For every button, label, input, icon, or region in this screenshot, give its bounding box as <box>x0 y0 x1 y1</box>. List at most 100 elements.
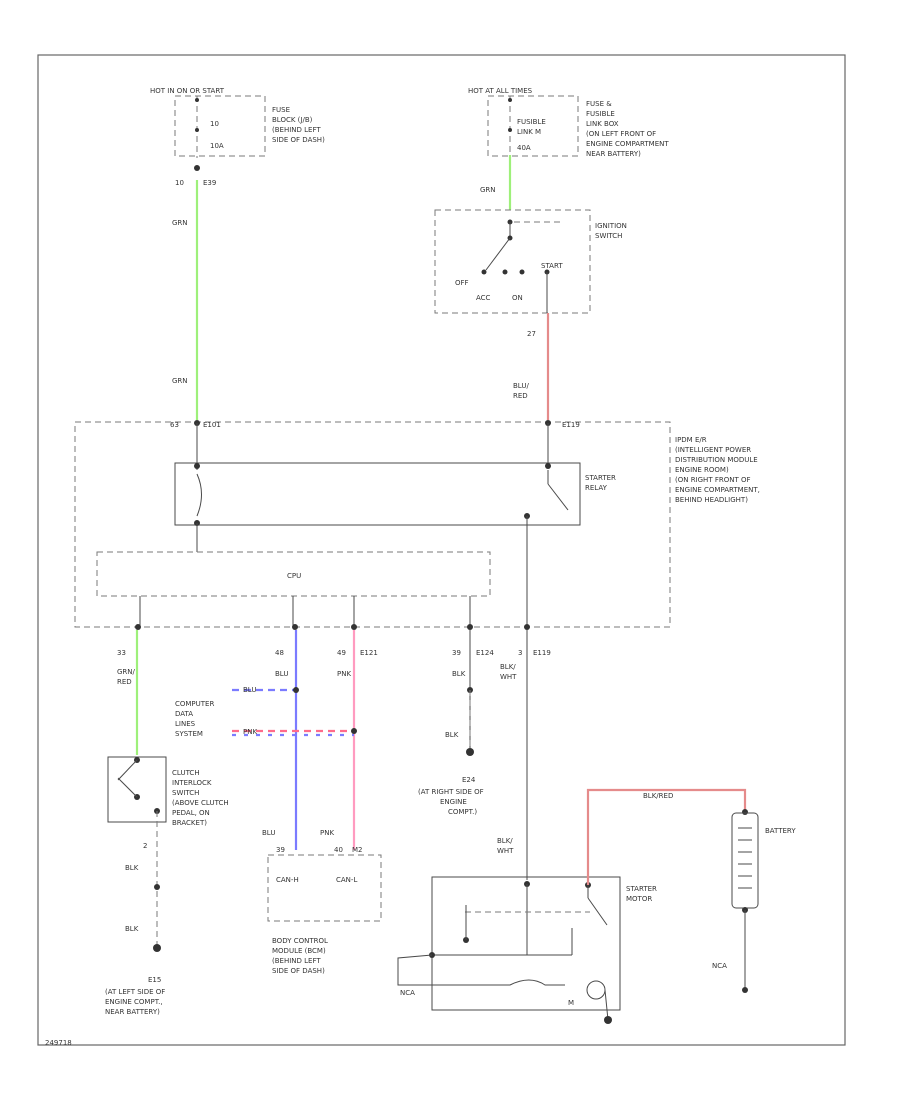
ignition-title-2: SWITCH <box>595 232 622 240</box>
fuse-desc-right-3: LINK BOX <box>586 120 619 128</box>
fuse-desc-left-3: (BEHIND LEFT <box>272 126 321 134</box>
ground-e24: E24 (AT RIGHT SIDE OF ENGINE COMPT.) <box>418 687 484 816</box>
fuse-box-right: HOT AT ALL TIMES FUSIBLE LINK M 40A FUSE… <box>468 87 669 194</box>
conn-e119b: E119 <box>533 649 551 657</box>
blk-label: BLK <box>452 670 466 678</box>
bcm-pnk: PNK <box>320 829 334 837</box>
cpu-label: CPU <box>287 572 301 580</box>
fuse-desc-right-2: FUSIBLE <box>586 110 615 118</box>
fuse-block-left: HOT IN ON OR START 10 10A FUSE BLOCK (J/… <box>150 87 325 385</box>
fuse-desc-right-6: NEAR BATTERY) <box>586 150 641 158</box>
ground-e15-2: ENGINE COMPT., <box>105 998 163 1006</box>
ipdm-desc-3: DISTRIBUTION MODULE <box>675 456 758 464</box>
motor-title-1: STARTER <box>626 885 657 893</box>
motor-title-2: MOTOR <box>626 895 652 903</box>
hot-label-left: HOT IN ON OR START <box>150 87 225 95</box>
conn-pin-left: 10 <box>175 179 184 187</box>
pin-33: 33 <box>117 649 126 657</box>
fusible-label-1: FUSIBLE <box>517 118 546 126</box>
pin-48: 48 <box>275 649 284 657</box>
batt-wire-label: BLK/RED <box>643 792 673 800</box>
clutch-3: SWITCH <box>172 789 199 797</box>
figure-id: 249718 <box>45 1039 72 1047</box>
fuse-desc-left-4: SIDE OF DASH) <box>272 136 325 144</box>
wire-color-blu-red-1: BLU/ <box>513 382 529 390</box>
bcm-blu: BLU <box>262 829 275 837</box>
pin-3: 3 <box>518 649 522 657</box>
bcm-pin-39: 39 <box>276 846 285 854</box>
bcm-desc-2: MODULE (BCM) <box>272 947 326 955</box>
wire-color-grn-1: GRN <box>172 219 188 227</box>
clutch-1: CLUTCH <box>172 769 200 777</box>
bcm-can-h: CAN-H <box>276 876 299 884</box>
fuse-desc-left-1: FUSE <box>272 106 290 114</box>
clutch-6: BRACKET) <box>172 819 207 827</box>
bcm-conn: M2 <box>352 846 363 854</box>
ignition-off: OFF <box>455 279 469 287</box>
fuse-desc-right-4: (ON LEFT FRONT OF <box>586 130 656 138</box>
conn-e121: E121 <box>360 649 378 657</box>
bcm-module: BLU PNK 39 40 M2 CAN-H CAN-L BODY CONTRO… <box>262 829 382 975</box>
diagram-border <box>37 54 846 1046</box>
ipdm-module: 63 E101 E119 IPDM E/R (INTELLIGENT POWER… <box>74 420 760 628</box>
clutch-pin: 2 <box>143 842 147 850</box>
cds-pnk: PNK <box>243 728 257 736</box>
cds-2: DATA <box>175 710 193 718</box>
clutch-4: (ABOVE CLUTCH <box>172 799 229 807</box>
relay-title-1: STARTER <box>585 474 616 482</box>
blk-e24-label: BLK <box>445 731 459 739</box>
ground-e24-3: COMPT.) <box>448 808 477 816</box>
ignition-switch: IGNITION SWITCH OFF ACC ON START 27 BLU/… <box>434 209 627 400</box>
ipdm-desc-4: ENGINE ROOM) <box>675 466 729 474</box>
fuse-amp-left: 10A <box>210 142 224 150</box>
blu-label: BLU <box>275 670 288 678</box>
grn-red-2: RED <box>117 678 132 686</box>
fuse-number-left: 10 <box>210 120 219 128</box>
wire-color-grn-right: GRN <box>480 186 496 194</box>
lower-labels: GRN/ RED BLU PNK BLK BLK/ WHT COMPUTER D… <box>117 663 517 739</box>
fuse-desc-right-1: FUSE & <box>586 100 612 108</box>
pnk-label: PNK <box>337 670 351 678</box>
ipdm-desc-7: BEHIND HEADLIGHT) <box>675 496 748 504</box>
cds-3: LINES <box>175 720 196 728</box>
relay-title-2: RELAY <box>585 484 608 492</box>
ground-e24-id: E24 <box>462 776 476 784</box>
motor-m: M <box>568 999 574 1007</box>
ipdm-desc-1: IPDM E/R <box>675 436 707 444</box>
bcm-desc-3: (BEHIND LEFT <box>272 957 321 965</box>
wire-color-grn-2: GRN <box>172 377 188 385</box>
clutch-2: INTERLOCK <box>172 779 212 787</box>
ground-e24-1: (AT RIGHT SIDE OF <box>418 788 484 796</box>
ipdm-desc-2: (INTELLIGENT POWER <box>675 446 751 454</box>
cds-1: COMPUTER <box>175 700 214 708</box>
pin-39: 39 <box>452 649 461 657</box>
ipdm-pin-left: 63 <box>170 421 179 429</box>
ground-e15-3: NEAR BATTERY) <box>105 1008 160 1016</box>
ignition-title-1: IGNITION <box>595 222 627 230</box>
pin-49: 49 <box>337 649 346 657</box>
ground-e15: E15 <box>148 976 161 984</box>
ipdm-conn-left: E101 <box>203 421 221 429</box>
ipdm-bottom-pins: 33 48 49 E121 39 E124 3 E119 <box>117 624 551 657</box>
fusible-amp: 40A <box>517 144 531 152</box>
fusible-label-2: LINK M <box>517 128 541 136</box>
battery-ground: NCA <box>712 962 727 970</box>
wire-color-blu-red-2: RED <box>513 392 528 400</box>
fuse-desc-left-2: BLOCK (J/B) <box>272 116 313 124</box>
hot-label-right: HOT AT ALL TIMES <box>468 87 533 95</box>
wire-blk-red <box>586 788 747 885</box>
bcm-can-l: CAN-L <box>336 876 357 884</box>
ground-e15-1: (AT LEFT SIDE OF <box>105 988 165 996</box>
motor-wire-1: BLK/ <box>497 837 513 845</box>
ignition-acc: ACC <box>476 294 491 302</box>
grn-red-1: GRN/ <box>117 668 136 676</box>
conn-e124: E124 <box>476 649 494 657</box>
ground-e24-2: ENGINE <box>440 798 467 806</box>
fuse-desc-right-5: ENGINE COMPARTMENT <box>586 140 669 148</box>
ipdm-conn-right: E119 <box>562 421 580 429</box>
blk-a: BLK <box>125 864 139 872</box>
blk-wht-2: WHT <box>500 673 517 681</box>
battery-label: BATTERY <box>765 827 796 835</box>
motor-nca: NCA <box>400 989 415 997</box>
